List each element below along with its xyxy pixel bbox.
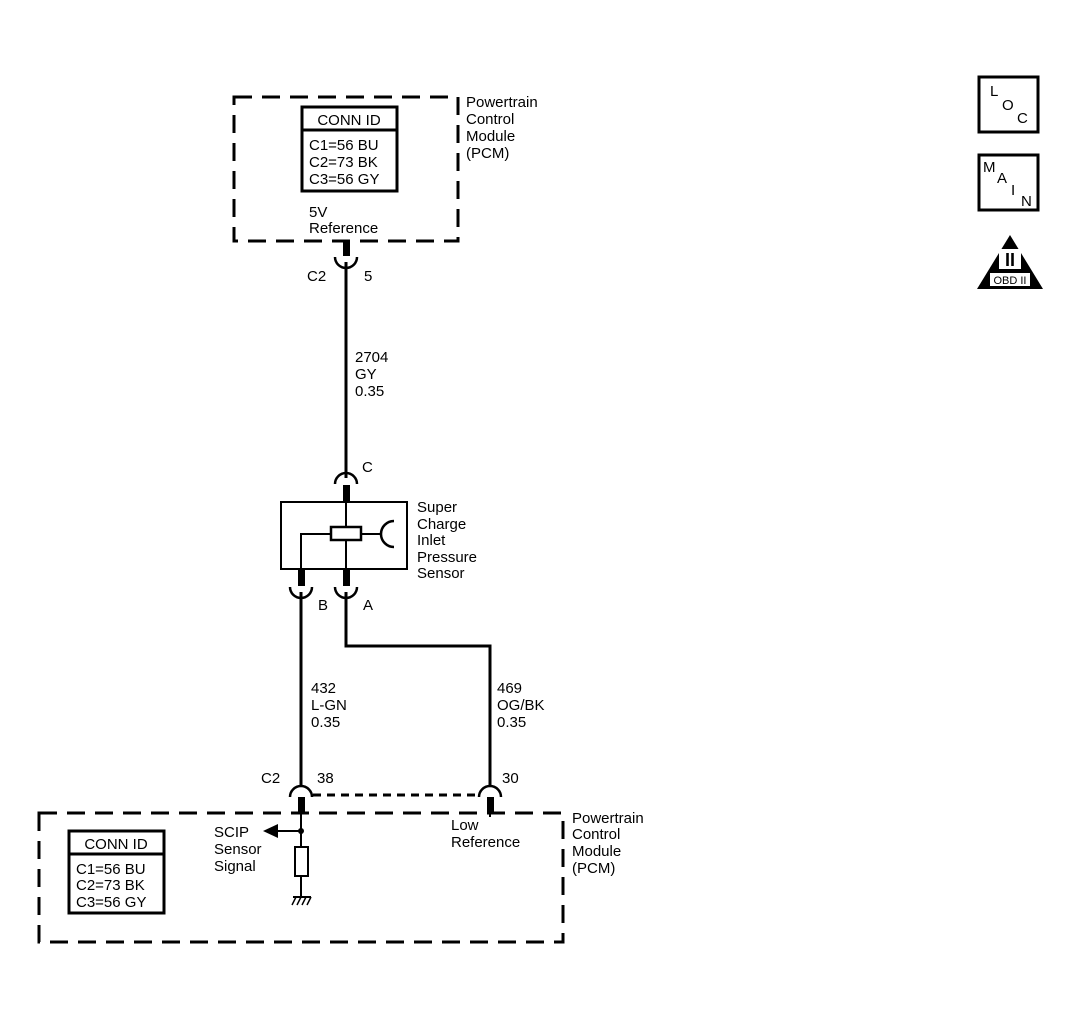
- pull-resistor: [294, 846, 309, 877]
- main-letter: M: [983, 159, 996, 176]
- pin-label: 38: [317, 770, 334, 787]
- pcm-bottom-conn-id-table: CONN ID C1=56 BU C2=73 BK C3=56 GY: [67, 829, 166, 915]
- pcm-title-line: (PCM): [466, 145, 509, 162]
- loc-letter: L: [990, 83, 998, 100]
- signal-label-line: Signal: [214, 858, 256, 875]
- pcm-title-line: (PCM): [572, 860, 615, 877]
- ref-label-line: 5V: [309, 204, 327, 221]
- conn-id-line: C1=56 BU: [76, 861, 146, 878]
- signal-label: SCIP Sensor Signal: [214, 824, 262, 875]
- obd-ii-icon[interactable]: II OBD II: [977, 235, 1043, 289]
- wire-circuit: 2704: [355, 349, 388, 366]
- loc-icon[interactable]: L O C: [977, 75, 1040, 134]
- sensor-internal-circuit: [300, 502, 395, 569]
- signal-label-line: SCIP: [214, 824, 249, 841]
- loc-letter: O: [1002, 97, 1014, 114]
- conn-id-line: C2=73 BK: [76, 877, 145, 894]
- obd-label: OBD II: [993, 275, 1026, 287]
- conn-id-title: CONN ID: [84, 836, 148, 853]
- pcm-bottom-pin-30: [477, 784, 503, 813]
- wire-gauge: 0.35: [497, 714, 526, 731]
- ref-label-line: Reference: [309, 220, 378, 237]
- connector-label: C2: [261, 770, 280, 787]
- conn-id-line: C3=56 GY: [309, 171, 379, 188]
- sensor-name-line: Pressure: [417, 549, 477, 566]
- wire-circuit: 469: [497, 680, 522, 697]
- pcm-internal-circuit: [263, 813, 312, 906]
- pcm-title-line: Module: [572, 843, 621, 860]
- pin-label: C: [362, 459, 373, 476]
- conn-id-line: C2=73 BK: [309, 154, 378, 171]
- pin-label: A: [363, 597, 373, 614]
- loc-letter: C: [1017, 110, 1028, 127]
- wire-circuit: 432: [311, 680, 336, 697]
- sensor-name-line: Charge: [417, 516, 466, 533]
- signal-label-line: Sensor: [214, 841, 262, 858]
- wire-color: GY: [355, 366, 377, 383]
- pcm-title-line: Powertrain: [466, 94, 538, 111]
- sensor-name-line: Inlet: [417, 532, 446, 549]
- signal-arrow-icon: [263, 824, 278, 838]
- pcm-title-line: Module: [466, 128, 515, 145]
- main-letter: A: [997, 170, 1007, 187]
- pcm-top-title: Powertrain Control Module (PCM): [466, 94, 538, 162]
- wire-color: L-GN: [311, 697, 347, 714]
- sensor-name-line: Sensor: [417, 565, 465, 582]
- conn-id-line: C3=56 GY: [76, 894, 146, 911]
- pcm-bottom-pin-38: [288, 784, 314, 813]
- main-letter: I: [1011, 182, 1015, 199]
- pcm-title-line: Control: [572, 826, 620, 843]
- sensor-name-line: Super: [417, 499, 457, 516]
- obd-numeral: II: [1005, 250, 1015, 270]
- low-ref-line: Reference: [451, 834, 520, 851]
- pcm-title-line: Control: [466, 111, 514, 128]
- pin-label: B: [318, 597, 328, 614]
- wire-gauge: 0.35: [355, 383, 384, 400]
- connector-label: C2: [307, 268, 326, 285]
- low-reference-label: Low Reference: [451, 817, 520, 851]
- conn-id-line: C1=56 BU: [309, 137, 379, 154]
- wire-color: OG/BK: [497, 697, 545, 714]
- pcm-bottom-title: Powertrain Control Module (PCM): [572, 810, 644, 877]
- pin-label: 30: [502, 770, 519, 787]
- conn-id-title: CONN ID: [317, 112, 381, 129]
- pcm-title-line: Powertrain: [572, 810, 644, 827]
- sensor-name: Super Charge Inlet Pressure Sensor: [417, 499, 477, 582]
- sensor-pin-c: [333, 471, 359, 502]
- low-ref-line: Low: [451, 817, 479, 834]
- pcm-top-conn-id-table: CONN ID C1=56 BU C2=73 BK C3=56 GY: [300, 105, 399, 193]
- ground-icon: [291, 896, 312, 906]
- main-icon[interactable]: M A I N: [977, 153, 1040, 212]
- main-letter: N: [1021, 193, 1032, 210]
- wire-gauge: 0.35: [311, 714, 340, 731]
- pin-label: 5: [364, 268, 372, 285]
- wire-469: [344, 592, 492, 787]
